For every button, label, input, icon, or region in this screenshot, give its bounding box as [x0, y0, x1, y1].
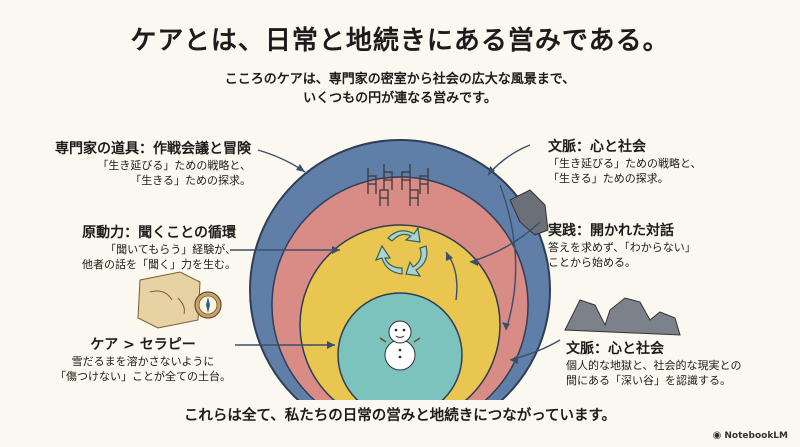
map-compass-icon [137, 271, 222, 329]
label-expert-tools-head: 専門家の道具：作戦会議と冒険 [55, 141, 251, 157]
subtitle-line-1: こころのケアは、専門家の密室から社会の広大な風景まで、 [224, 72, 576, 87]
label-context-valley-head: 文脈：心と社会 [566, 341, 664, 357]
label-listening-engine-desc-1: 「聞いてもらう」経験が、 [105, 243, 236, 256]
arrow-inner-curve [499, 184, 517, 331]
notebooklm-logo-icon: ◉ [712, 430, 722, 441]
label-care-therapy-desc-2: 「傷つけない」ことが全ての土台。 [55, 370, 231, 383]
label-context-valley: 文脈：心と社会 個人的な地獄と、社会的な現実との 間にある「深い谷」を認識する。 [566, 340, 741, 388]
snowman-icon [379, 320, 421, 371]
subtitle-line-2: いくつもの円が連なる営みです。 [303, 91, 497, 106]
label-open-dialogue-desc-1: 答えを求めず、「わからない」 [548, 241, 696, 254]
label-context-top-head: 文脈：心と社会 [548, 139, 646, 155]
footer-summary: これらは全て、私たちの日常の営みと地続きにつながっています。 [183, 408, 617, 424]
valley-icon [564, 297, 681, 336]
subtitle: こころのケアは、専門家の密室から社会の広大な風景まで、 いくつもの円が連なる営み… [0, 70, 800, 108]
label-context-top-desc-2: 「生きる」ための探求。 [548, 172, 669, 185]
label-care-therapy-head: ケア > セラピー [90, 337, 196, 353]
label-context-valley-desc-1: 個人的な地獄と、社会的な現実との [566, 359, 742, 372]
label-open-dialogue-desc-2: ことから始める。 [548, 256, 636, 269]
label-context-valley-desc-2: 間にある「深い谷」を認識する。 [566, 374, 731, 387]
label-context-top-desc-1: 「生き延びる」ための戦略と、 [548, 157, 702, 170]
label-open-dialogue-head: 実践：開かれた対話 [548, 223, 674, 239]
brand-watermark: ◉ NotebookLM [713, 430, 788, 441]
brand-name: NotebookLM [724, 430, 788, 441]
bottom-band [0, 400, 800, 447]
label-listening-engine-desc-2: 他者の話を「聞く」力を生む。 [82, 258, 236, 271]
page-title: ケアとは、日常と地続きにある営みである。 [130, 26, 670, 56]
label-care-therapy: ケア > セラピー 雪だるまを溶かさないように 「傷つけない」ことが全ての土台。 [55, 336, 231, 384]
label-open-dialogue: 実践：開かれた対話 答えを求めず、「わからない」 ことから始める。 [548, 222, 696, 270]
label-expert-tools-desc-1: 「生き延びる」ための戦略と、 [97, 159, 251, 172]
label-care-therapy-desc-1: 雪だるまを溶かさないように [71, 355, 215, 368]
label-context-top: 文脈：心と社会 「生き延びる」ための戦略と、 「生きる」ための探求。 [548, 138, 702, 186]
label-listening-engine-head: 原動力：聞くことの循環 [82, 225, 236, 241]
cycle-arrows-icon [374, 226, 428, 277]
label-listening-engine: 原動力：聞くことの循環 「聞いてもらう」経験が、 他者の話を「聞く」力を生む。 [82, 224, 236, 272]
label-expert-tools: 専門家の道具：作戦会議と冒険 「生き延びる」ための戦略と、 「生きる」ための探求… [55, 140, 251, 188]
chairs-icon [367, 164, 429, 206]
label-expert-tools-desc-2: 「生きる」ための探求。 [130, 174, 251, 187]
